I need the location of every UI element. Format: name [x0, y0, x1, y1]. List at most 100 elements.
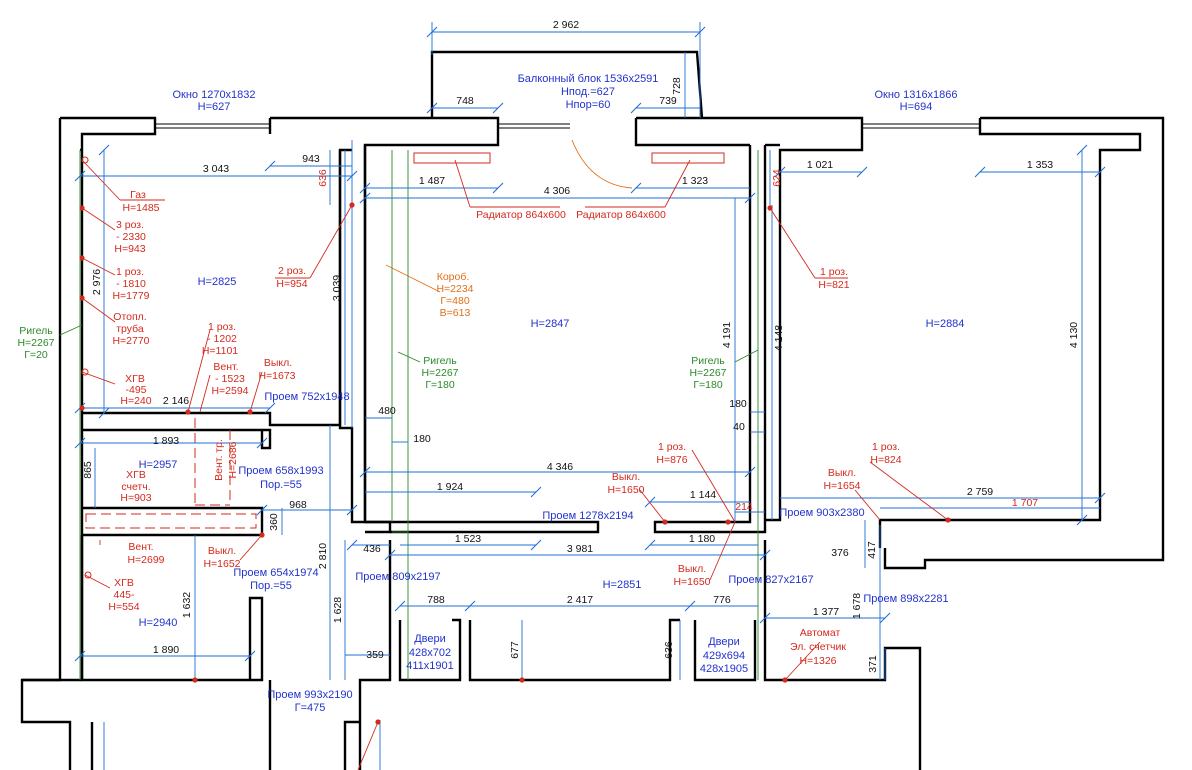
label-avtomat: Автомат: [800, 627, 841, 639]
label-window-left-h: H=627: [198, 101, 231, 113]
outlet-markers: [79, 156, 951, 725]
label-h2851: H=2851: [603, 579, 642, 591]
label-h2884: H=2884: [926, 318, 965, 330]
label-rigel-a-2: Г=20: [24, 349, 48, 361]
label-hvs-a-2: H=240: [120, 395, 151, 407]
label-vent-b-h: H=2699: [127, 554, 164, 566]
label-window-right: Окно 1316x1866: [874, 89, 957, 101]
dim-1924: 1 924: [437, 481, 463, 493]
label-2-roz: 2 роз.: [278, 265, 306, 277]
label-korob-1: H=2234: [436, 283, 473, 295]
label-balcony-hpod: Hпод.=627: [561, 86, 615, 98]
dim-4130: 4 130: [1068, 322, 1080, 348]
dim-788: 788: [427, 594, 445, 606]
label-hvs-b: ХГВ: [126, 469, 146, 481]
dim-1144: 1 144: [690, 489, 716, 501]
label-balcony-hpor: Hпор=60: [566, 99, 611, 111]
label-rigel-a: Ригель: [19, 325, 53, 337]
label-vykl-d-h: H=1652: [203, 558, 240, 570]
label-balcony: Балконный блок 1536x2591: [518, 73, 659, 85]
dim-2810: 2 810: [317, 543, 329, 569]
label-korob-3: В=613: [440, 307, 471, 319]
dim-1523: 1 523: [455, 533, 481, 545]
dimension-lines: [74, 22, 1106, 770]
red-labels: Газ H=1485 3 роз. - 2330 H=943 1 роз. - …: [108, 189, 901, 667]
label-door-right-1: 429x694: [703, 650, 745, 662]
dim-1632: 1 632: [181, 592, 193, 618]
green-labels: Ригель H=2267 Г=20 Ригель H=2267 Г=180 Р…: [17, 325, 726, 391]
label-korob-2: Г=480: [440, 295, 469, 307]
label-avtomat-1: Эл. счетчик: [790, 641, 846, 653]
dim-1353: 1 353: [1027, 159, 1053, 171]
dim-624: 624: [771, 169, 783, 187]
label-1-roz-e: 1 роз.: [872, 441, 900, 453]
dim-3043: 3 043: [203, 163, 229, 175]
dim-943: 943: [302, 153, 320, 165]
label-vykl-b-h: H=1650: [607, 484, 644, 496]
dim-436: 436: [363, 543, 381, 555]
label-opening-903: Проем 903x2380: [779, 507, 864, 519]
label-door-right-2: 428x1905: [700, 663, 748, 675]
label-1-roz-b: 1 роз.: [208, 321, 236, 333]
dim-1180: 1 180: [689, 533, 715, 545]
label-opening-827: Проем 827x2167: [728, 574, 813, 586]
label-door-right: Двери: [708, 636, 740, 648]
label-otopl-1: труба: [116, 323, 144, 335]
dim-4191: 4 191: [721, 322, 733, 348]
dim-480: 480: [378, 405, 396, 417]
label-vent-b: Вент.: [128, 541, 153, 553]
dim-636: 636: [317, 169, 329, 187]
label-door-left-1: 428x702: [409, 647, 451, 659]
dim-359: 359: [366, 649, 384, 661]
label-rigel-c: Ригель: [691, 355, 725, 367]
dim-1890: 1 890: [153, 644, 179, 656]
dim-1021: 1 021: [807, 159, 833, 171]
label-hvs-a: ХГВ: [125, 373, 145, 385]
label-vykl-b: Выкл.: [612, 471, 640, 483]
label-h2825: H=2825: [198, 276, 237, 288]
label-rigel-c-2: Г=180: [693, 379, 722, 391]
label-hvs-c-2: H=554: [108, 601, 139, 613]
dim-1628: 1 628: [332, 597, 344, 623]
dim-2759: 2 759: [967, 486, 993, 498]
label-door-left-2: 411x1901: [406, 660, 454, 672]
dim-3039: 3 039: [331, 275, 343, 301]
label-1-roz-c-h: H=821: [818, 279, 849, 291]
dim-968: 968: [289, 499, 307, 511]
label-hvs-c-1: 445-: [113, 589, 135, 601]
label-opening-658-por: Пор.=55: [260, 479, 302, 491]
label-3-roz-2: H=943: [114, 243, 145, 255]
dim-1487: 1 487: [419, 175, 445, 187]
label-rigel-b: Ригель: [423, 355, 457, 367]
label-rigel-b-2: Г=180: [425, 379, 454, 391]
label-h2847: H=2847: [531, 318, 570, 330]
dim-728: 728: [671, 77, 683, 95]
dim-4148: 4 148: [773, 325, 785, 351]
label-vykl-a: Выкл.: [264, 357, 292, 369]
label-opening-993: Проем 993x2190: [267, 689, 352, 701]
label-gas: Газ: [130, 189, 146, 201]
label-3-roz-1: - 2330: [116, 231, 146, 243]
label-radiator-b: Радиатор 864x600: [576, 209, 666, 221]
label-vent-tr-h: H=2686: [227, 441, 239, 478]
dim-1707: 1 707: [1012, 497, 1038, 509]
label-3-roz: 3 роз.: [116, 219, 144, 231]
label-door-left: Двери: [414, 633, 446, 645]
dim-1323: 1 323: [682, 175, 708, 187]
label-hvs-a-1: -495: [125, 384, 146, 396]
label-rigel-c-1: H=2267: [689, 367, 726, 379]
label-vent-a-1: - 1523: [215, 373, 245, 385]
dim-1377: 1 377: [813, 606, 839, 618]
label-vykl-d: Выкл.: [208, 545, 236, 557]
label-vykl-c-h: H=1654: [823, 480, 860, 492]
label-vykl-a-h: H=1673: [258, 370, 295, 382]
label-avtomat-2: H=1326: [799, 655, 836, 667]
dim-2146: 2 146: [163, 395, 189, 407]
label-opening-809: Проем 809x2197: [355, 571, 440, 583]
label-opening-654-por: Пор.=55: [250, 580, 292, 592]
label-rigel-b-1: H=2267: [421, 367, 458, 379]
label-hvs-c: ХГВ: [114, 577, 134, 589]
label-vent-tr: Вент. тр.: [213, 439, 225, 481]
label-window-left: Окно 1270x1832: [172, 89, 255, 101]
dim-180b: 180: [729, 398, 747, 410]
